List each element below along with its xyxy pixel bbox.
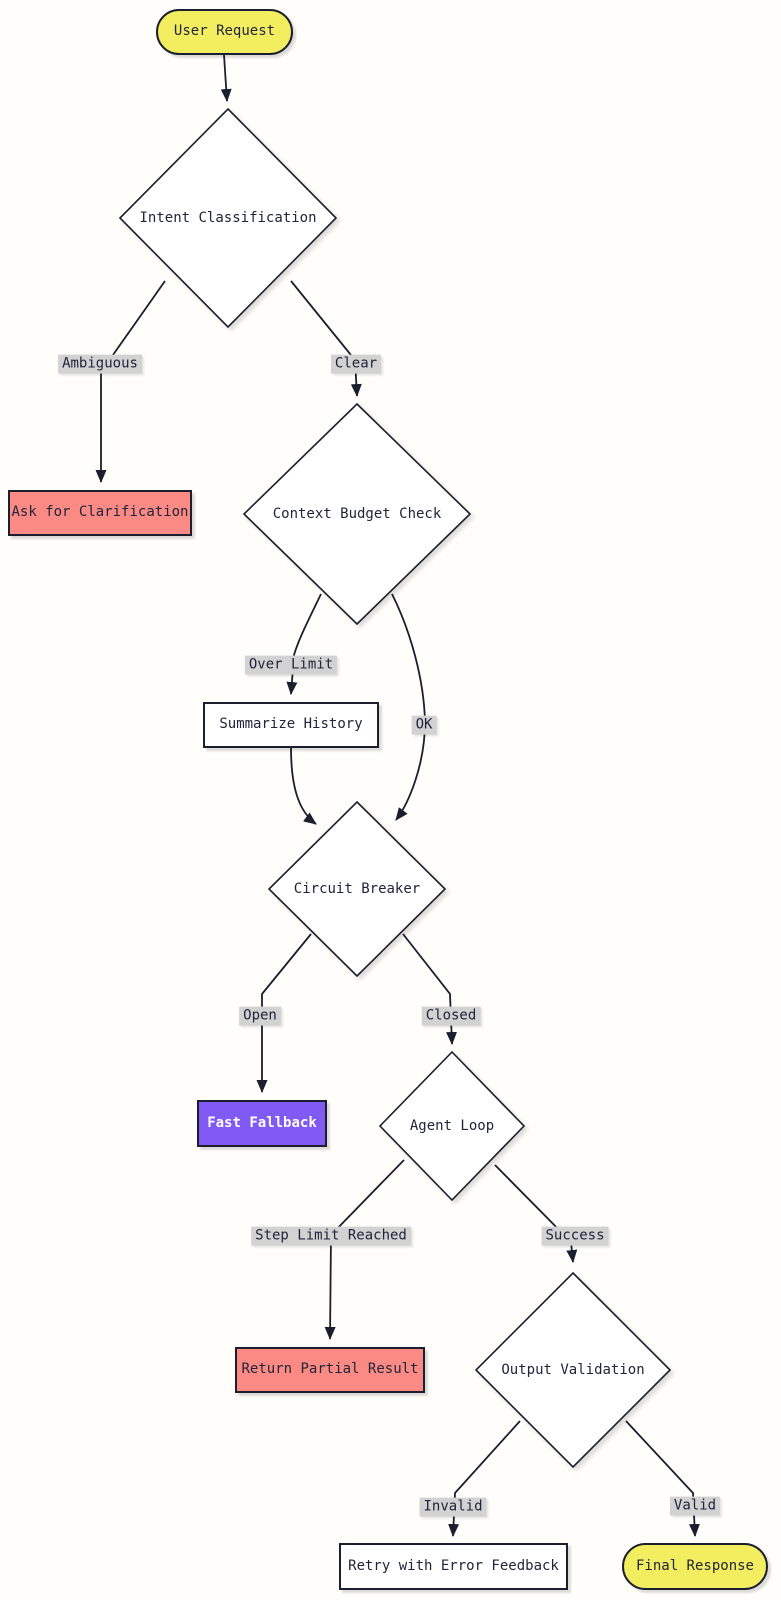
node-retry-with-error-feedback: Retry with Error Feedback [339,1543,568,1590]
edge-label-step-limit-reached: Step Limit Reached [251,1226,411,1246]
node-context-budget-check-label: Context Budget Check [272,506,442,522]
edge-label-ok: OK [411,715,437,735]
node-return-partial-result: Return Partial Result [235,1347,425,1393]
edge-label-closed: Closed [421,1006,481,1026]
node-output-validation-label: Output Validation [501,1362,645,1378]
node-intent-classification-label: Intent Classification [139,210,317,226]
edge-label-clear: Clear [330,354,382,374]
edge-circuit-to-agent-loop [402,933,458,1045]
node-user-request: User Request [156,9,293,55]
edge-label-success: Success [541,1226,609,1246]
edge-label-valid: Valid [669,1496,721,1516]
edge-label-open: Open [239,1006,281,1026]
edge-label-invalid: Invalid [419,1497,487,1517]
node-fast-fallback: Fast Fallback [197,1100,327,1147]
edge-label-over-limit: Over Limit [244,655,338,675]
edge-label-ambiguous: Ambiguous [58,354,142,374]
edge-validation-to-retry [448,1420,521,1537]
intent-classification-diamond [118,107,338,329]
node-ask-for-clarification: Ask for Clarification [8,490,192,536]
edge-summarize-to-circuit [290,747,317,825]
node-agent-loop-label: Agent Loop [409,1118,495,1134]
edge-circuit-to-fallback [256,933,312,1093]
edge-intent-to-clarification [95,280,166,483]
edge-agent-to-partial-result [324,1159,405,1340]
agent-loop-diamond [378,1050,526,1202]
node-circuit-breaker-label: Circuit Breaker [293,881,421,897]
circuit-breaker-diamond [267,800,447,978]
context-budget-check-diamond [242,402,472,626]
edge-validation-to-final [625,1420,700,1537]
edge-context-to-summarize [286,593,322,695]
node-summarize-history: Summarize History [203,702,379,748]
edge-intent-to-context-check [290,280,362,397]
edge-user-request-to-intent [220,54,232,102]
edge-context-to-circuit-ok [391,593,426,821]
node-final-response: Final Response [622,1543,768,1590]
edge-agent-to-validation [494,1164,578,1263]
output-validation-diamond [474,1271,672,1469]
